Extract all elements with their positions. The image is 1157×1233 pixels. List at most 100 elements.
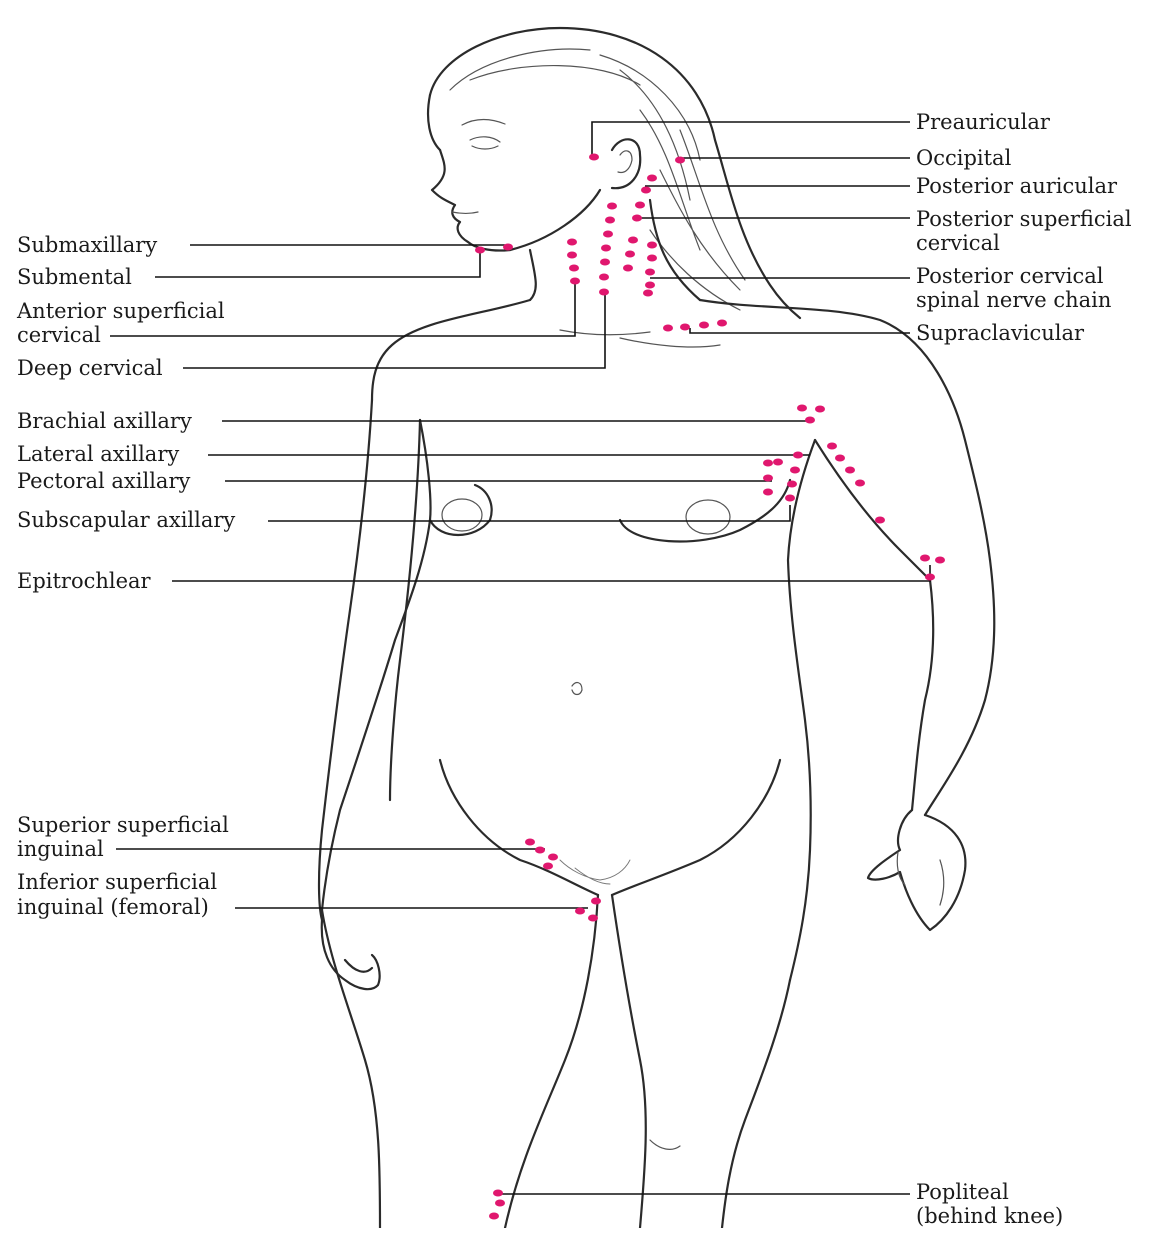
torso-left-side xyxy=(322,420,431,910)
node-supraclavicular-1 xyxy=(663,325,673,332)
label-inferior-superficial-inguinal-line2: inguinal (femoral) xyxy=(17,895,209,919)
label-submental: Submental xyxy=(17,265,132,289)
node-spinal-chain-3 xyxy=(645,269,655,276)
node-posterior-auricular-2 xyxy=(641,187,651,194)
label-subscapular-axillary: Subscapular axillary xyxy=(17,508,235,532)
node-inferior-inguinal-2 xyxy=(575,908,585,915)
label-anterior-superficial-cervical-line2: cervical xyxy=(17,323,101,347)
node-deep-cervical-3 xyxy=(603,231,613,238)
mouth xyxy=(452,212,478,214)
label-epitrochlear: Epitrochlear xyxy=(17,569,151,593)
label-posterior-cervical-spinal-line2: spinal nerve chain xyxy=(916,288,1111,312)
node-popliteal-1 xyxy=(493,1190,503,1197)
right-hand-fingers xyxy=(897,852,943,905)
pubic-hair xyxy=(560,860,630,884)
node-submental xyxy=(475,247,485,254)
label-popliteal-line1: Popliteal xyxy=(916,1180,1009,1204)
label-superior-superficial-inguinal-line1: Superior superficial xyxy=(17,813,229,837)
right-arm-outer xyxy=(925,560,994,815)
label-deep-cervical: Deep cervical xyxy=(17,356,163,380)
node-pectoral-axillary-4 xyxy=(763,489,773,496)
node-arm-1 xyxy=(875,517,885,524)
label-supraclavicular: Supraclavicular xyxy=(916,321,1084,345)
node-inferior-inguinal-1 xyxy=(591,898,601,905)
right-hand xyxy=(868,810,965,930)
label-popliteal-line2: (behind knee) xyxy=(916,1204,1063,1228)
node-popliteal-3 xyxy=(489,1213,499,1220)
label-brachial-axillary: Brachial axillary xyxy=(17,409,192,433)
body-outline xyxy=(319,28,994,1228)
node-superior-inguinal-3 xyxy=(548,854,558,861)
left-breast xyxy=(430,485,492,535)
node-posterior-cervical-2 xyxy=(632,215,642,222)
node-subscapular-axillary-4 xyxy=(785,495,795,502)
right-forearm xyxy=(912,580,933,810)
node-pectoral-axillary-2 xyxy=(773,459,783,466)
node-posterior-auricular-1 xyxy=(647,175,657,182)
ear-inner xyxy=(618,151,632,173)
label-preauricular: Preauricular xyxy=(916,110,1050,134)
node-brachial-axillary-2 xyxy=(815,406,825,413)
hair-outline xyxy=(430,28,800,318)
head-back xyxy=(428,95,440,150)
groin-right xyxy=(612,760,780,895)
leader-subscapular-axillary xyxy=(268,505,790,521)
label-occipital: Occipital xyxy=(916,146,1011,170)
node-supraclavicular-2 xyxy=(680,324,690,331)
neck-back xyxy=(650,200,700,300)
torso-right-side xyxy=(788,440,815,980)
node-submaxillary xyxy=(503,244,513,251)
left-leg-outer xyxy=(322,910,380,1228)
node-deep-cervical-1 xyxy=(607,203,617,210)
label-posterior-superficial-cervical-line2: cervical xyxy=(916,231,1000,255)
leader-supraclavicular xyxy=(690,328,910,333)
label-posterior-superficial-cervical-line1: Posterior superficial xyxy=(916,207,1132,231)
node-superior-inguinal-2 xyxy=(535,847,545,854)
right-breast xyxy=(620,480,790,541)
right-arm-upper xyxy=(815,440,930,580)
left-hand xyxy=(322,920,380,989)
face-profile xyxy=(432,150,510,251)
right-leg-outer xyxy=(722,980,790,1228)
node-posterior-cervical-5 xyxy=(623,265,633,272)
node-brachial-axillary-3 xyxy=(805,417,815,424)
node-deep-cervical-4 xyxy=(601,245,611,252)
node-inferior-inguinal-3 xyxy=(588,915,598,922)
left-leg-inner xyxy=(505,895,598,1228)
node-deep-cervical-6 xyxy=(599,274,609,281)
knee-crease xyxy=(650,1140,680,1149)
node-posterior-cervical-3 xyxy=(628,237,638,244)
neck-front xyxy=(530,250,536,300)
node-anterior-cervical-3 xyxy=(569,265,579,272)
right-nipple xyxy=(686,500,730,534)
node-deep-cervical-7 xyxy=(599,289,609,296)
label-anterior-superficial-cervical-line1: Anterior superficial xyxy=(17,299,225,323)
node-epitrochlear-2 xyxy=(935,557,945,564)
node-brachial-axillary-1 xyxy=(797,405,807,412)
node-pectoral-axillary-3 xyxy=(763,475,773,482)
left-shoulder xyxy=(372,300,530,400)
node-deep-cervical-5 xyxy=(600,259,610,266)
hair-strands xyxy=(450,49,745,310)
node-epitrochlear-3 xyxy=(925,574,935,581)
left-arm-outer xyxy=(319,400,372,920)
node-subscapular-axillary-3 xyxy=(787,481,797,488)
node-lateral-axillary-3 xyxy=(845,467,855,474)
node-preauricular xyxy=(589,154,599,161)
node-anterior-cervical-2 xyxy=(567,252,577,259)
leader-deep-cervical xyxy=(183,292,605,368)
leader-submental xyxy=(155,250,480,277)
node-spinal-chain-5 xyxy=(643,290,653,297)
lymph-nodes xyxy=(475,154,945,1220)
node-anterior-cervical-4 xyxy=(570,278,580,285)
node-epitrochlear-1 xyxy=(920,555,930,562)
label-pectoral-axillary: Pectoral axillary xyxy=(17,469,190,493)
leader-lines xyxy=(110,122,930,1194)
node-lateral-axillary-2 xyxy=(835,455,845,462)
node-subscapular-axillary-1 xyxy=(793,452,803,459)
node-posterior-cervical-1 xyxy=(635,202,645,209)
node-lateral-axillary-1 xyxy=(827,443,837,450)
node-subscapular-axillary-2 xyxy=(790,467,800,474)
label-submaxillary: Submaxillary xyxy=(17,233,157,257)
